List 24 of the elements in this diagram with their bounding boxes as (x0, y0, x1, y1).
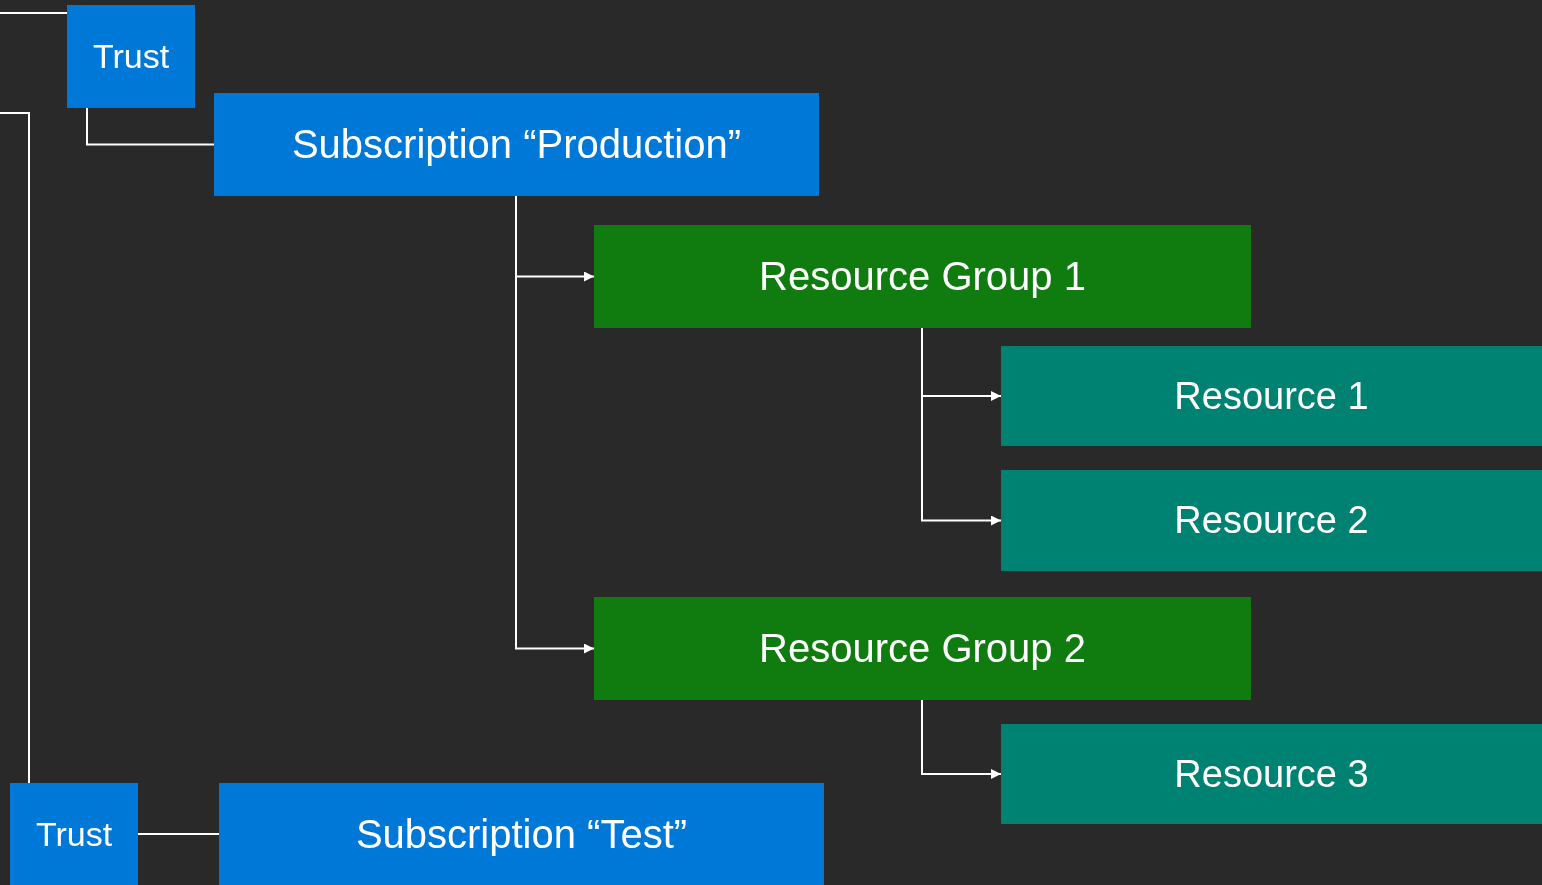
arrow (921, 699, 1002, 779)
node-label: Resource Group 1 (759, 254, 1086, 299)
node-label: Subscription “Test” (355, 811, 688, 857)
resource-group-box (594, 225, 1251, 328)
node-label: Resource 1 (1174, 374, 1369, 418)
resource-box (1001, 346, 1542, 446)
connector-line (0, 12, 68, 14)
connector-line (86, 107, 215, 146)
subscription-box (10, 783, 138, 885)
subscription-box (219, 783, 824, 885)
resource-group-box (594, 597, 1251, 700)
resource-box (1001, 724, 1542, 824)
node-label: Trust (35, 814, 113, 854)
node-label: Resource 3 (1174, 752, 1369, 796)
node-label: Trust (92, 37, 170, 76)
connector-line (137, 833, 220, 835)
arrow (921, 327, 1002, 526)
subscription-box (214, 93, 819, 196)
connector-line (0, 112, 30, 784)
resource-box (1001, 470, 1542, 571)
node-label: Resource Group 2 (759, 626, 1086, 671)
node-label: Subscription “Production” (291, 122, 742, 167)
node-label: Resource 2 (1174, 499, 1369, 542)
subscription-box (67, 5, 195, 108)
